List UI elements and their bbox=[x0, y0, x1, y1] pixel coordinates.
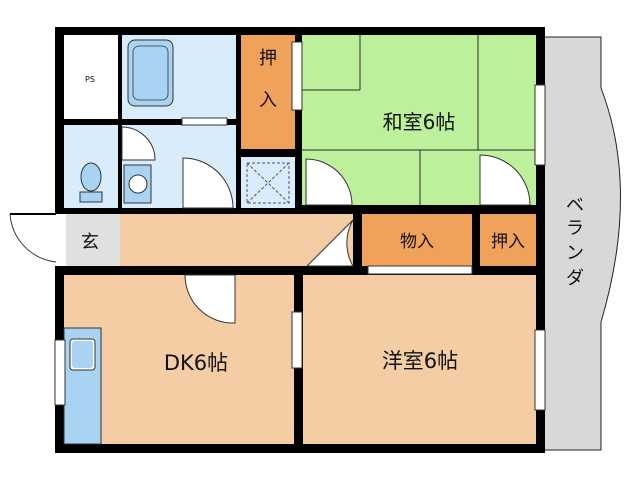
wash-basin bbox=[123, 164, 152, 204]
monoire-label: 物入 bbox=[400, 232, 434, 252]
tatami-grid bbox=[302, 35, 536, 205]
svg-text:ベ: ベ bbox=[566, 195, 584, 216]
oshiire-right bbox=[480, 214, 536, 266]
kitchen-counter bbox=[63, 327, 102, 445]
washitsu-label: 和室6帖 bbox=[383, 110, 456, 134]
yoshitsu-room bbox=[303, 275, 536, 444]
hallway bbox=[120, 214, 353, 266]
entrance-closet bbox=[241, 157, 295, 208]
genkan-area bbox=[64, 214, 120, 266]
oshiire-right-label: 押入 bbox=[491, 232, 525, 252]
oshiire-top bbox=[241, 35, 295, 149]
veranda-label: ベ ラ ン ダ bbox=[566, 195, 584, 289]
ps-shaft bbox=[64, 35, 118, 119]
toilet-fixture bbox=[79, 162, 103, 203]
monoire-closet bbox=[362, 214, 472, 266]
door-swings bbox=[121, 126, 531, 324]
dk-room bbox=[64, 275, 294, 444]
ps-label: PS bbox=[85, 75, 95, 84]
svg-text:ン: ン bbox=[566, 243, 584, 264]
bathtub bbox=[127, 39, 174, 107]
storage-hatch bbox=[246, 162, 290, 204]
veranda-area bbox=[542, 36, 621, 451]
genkan-label: 玄 bbox=[81, 232, 99, 253]
dk-label: DK6帖 bbox=[164, 351, 228, 375]
windows bbox=[54, 41, 546, 411]
entrance-door bbox=[8, 213, 66, 266]
svg-text:ラ: ラ bbox=[566, 218, 584, 239]
yoshitsu-label: 洋室6帖 bbox=[382, 349, 458, 373]
svg-text:ダ: ダ bbox=[566, 268, 584, 289]
oshiire-top-label: 押入 bbox=[259, 48, 277, 111]
